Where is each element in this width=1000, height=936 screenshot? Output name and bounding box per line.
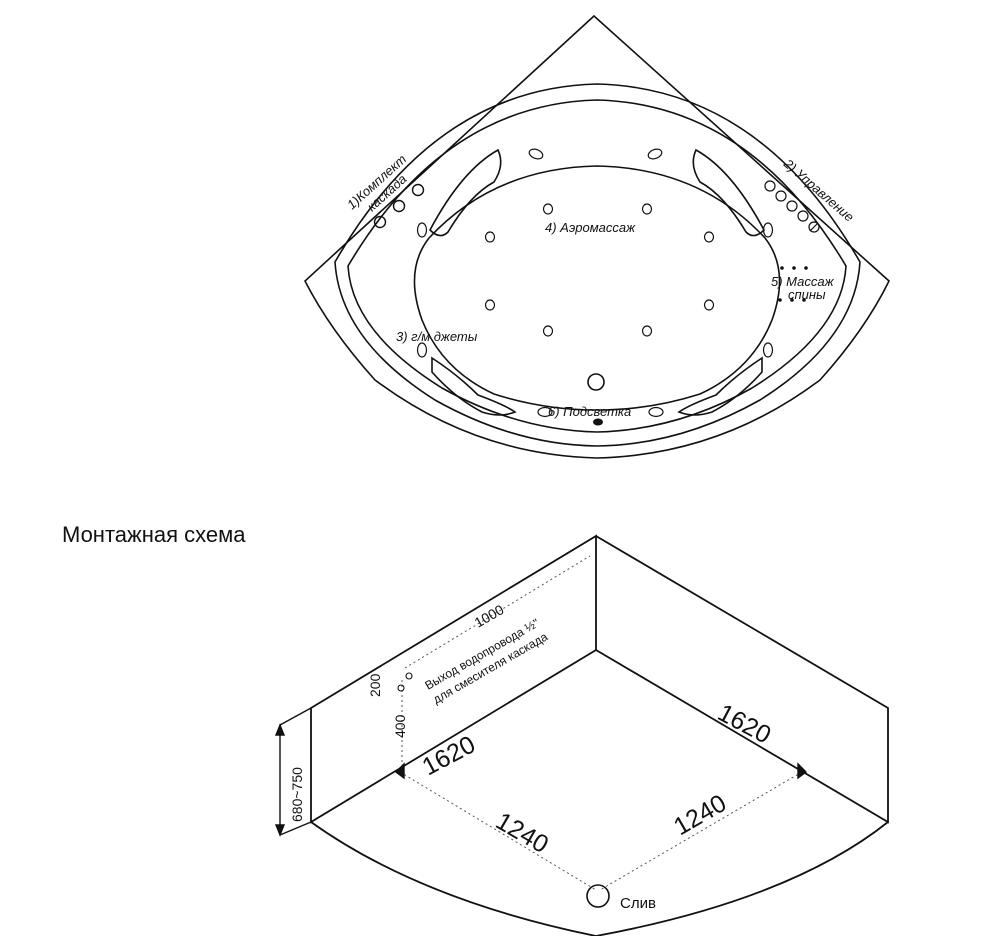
armrest-lower-left — [431, 356, 517, 416]
armrest-lower-right — [677, 356, 763, 416]
hydro-jet — [416, 222, 428, 238]
aero-nozzle — [484, 231, 496, 243]
label-hydro-jets: 3) г/м джеты — [396, 329, 478, 344]
aeromassage-nozzles — [484, 203, 715, 337]
top-view — [304, 14, 890, 459]
cascade-fitting — [411, 183, 425, 197]
cascade-set — [373, 183, 425, 229]
hydro-jet — [647, 148, 663, 160]
dim-pipe-200: 200 — [367, 673, 383, 697]
back-massage-dot — [802, 298, 806, 302]
left-wall — [310, 534, 597, 824]
dim-line-floor-left — [399, 771, 597, 891]
aero-nozzle — [641, 203, 653, 215]
back-massage-dot — [778, 298, 782, 302]
label-control: 2) Управление — [780, 155, 857, 224]
pipe-outlet — [397, 684, 405, 692]
tub-outer-contour — [304, 14, 890, 459]
dim-pipe-400: 400 — [392, 714, 408, 738]
dim-right-wall: 1620 — [713, 699, 775, 750]
height-dim-tick-bottom — [279, 821, 312, 836]
arrow-right-floor — [797, 762, 808, 780]
control-button — [764, 180, 776, 192]
mounting-title: Монтажная схема — [62, 522, 246, 547]
dimension-arrows — [274, 707, 808, 837]
cascade-fitting — [373, 215, 387, 229]
height-dim-tick-top — [279, 707, 312, 726]
aero-nozzle — [542, 203, 554, 215]
front-skirt — [310, 821, 597, 936]
dimension-lines — [399, 555, 803, 891]
light-spot — [593, 418, 603, 426]
right-wall — [595, 535, 889, 824]
drain-hole — [587, 373, 605, 391]
aero-nozzle — [703, 299, 715, 311]
back-massage-dot — [792, 266, 796, 270]
dim-height: 680~750 — [289, 767, 305, 822]
aero-nozzle — [703, 231, 715, 243]
control-button — [797, 210, 809, 222]
height-arrow-top — [274, 723, 286, 736]
back-massage-dot — [790, 298, 794, 302]
aero-nozzle — [542, 325, 554, 337]
aero-nozzle — [484, 299, 496, 311]
label-lighting: 6) Подсветка — [548, 404, 631, 419]
mounting-view — [310, 534, 889, 936]
control-buttons — [764, 180, 820, 233]
dim-line-top — [404, 555, 591, 669]
hydro-jet — [648, 406, 664, 418]
tub-bowl — [413, 165, 781, 411]
arrow-left-floor — [394, 762, 405, 780]
label-aeromassage: 4) Аэромассаж — [545, 220, 636, 235]
label-back-massage-line1: 5) Массаж — [771, 274, 835, 289]
hydro-jet — [762, 342, 774, 358]
front-skirt-right — [595, 821, 889, 936]
cascade-fitting — [392, 199, 406, 213]
back-massage-dot — [780, 266, 784, 270]
drain-label: Слив — [620, 895, 656, 912]
pipe-outlets — [397, 672, 413, 692]
hydro-jet — [416, 342, 428, 358]
control-button-slash — [809, 222, 819, 232]
aero-nozzle — [641, 325, 653, 337]
control-button — [775, 190, 787, 202]
pipe-outlet — [405, 672, 413, 680]
dim-floor-left: 1240 — [491, 807, 553, 859]
drain-circle — [586, 884, 610, 908]
armrest-upper-left — [429, 148, 502, 237]
dim-floor-right: 1240 — [669, 789, 731, 841]
height-arrow-bottom — [274, 824, 286, 837]
hydro-jet — [762, 222, 774, 238]
tub-rim-outer — [334, 83, 861, 447]
control-button — [786, 200, 798, 212]
back-massage-dot — [804, 266, 808, 270]
label-back-massage-line2: спины — [788, 287, 826, 302]
hydro-jets — [416, 148, 774, 418]
hydro-jet — [528, 148, 544, 160]
armrest-upper-right — [692, 148, 765, 237]
back-massage-dots — [778, 266, 808, 302]
control-button — [808, 221, 820, 233]
hydro-jet — [537, 406, 553, 418]
dim-top-edge: 1000 — [472, 601, 507, 631]
tub-rim-inner — [347, 99, 847, 433]
dim-line-floor-right — [599, 771, 803, 891]
